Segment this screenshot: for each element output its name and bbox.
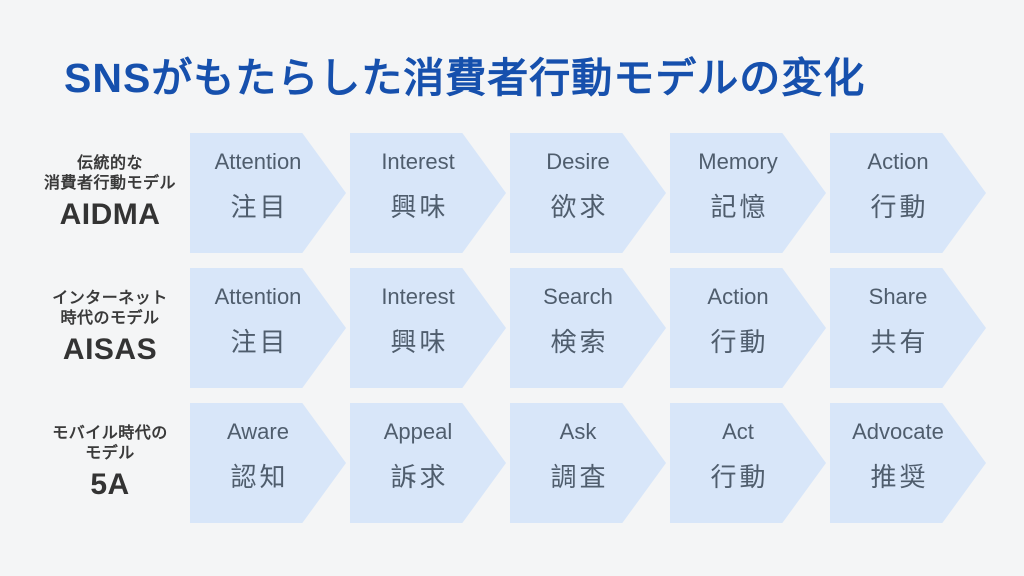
step-label-en: Advocate	[852, 418, 944, 444]
step-label-en: Action	[707, 283, 769, 309]
model-label-lines: 伝統的な 消費者行動モデル	[44, 154, 176, 193]
model-label-line: モデル	[85, 444, 135, 462]
step-label-ja: 記憶	[710, 191, 769, 222]
step-label-en: Appeal	[383, 418, 453, 444]
step-chevron: Memory 記憶	[670, 133, 826, 253]
steps-5a: Aware 認知 Appeal 訴求 Ask 調査 Act 行動 Advocat…	[190, 403, 990, 523]
step-label-en: Action	[867, 148, 929, 174]
step-chevron: Action 行動	[670, 268, 826, 388]
step-label-en: Desire	[546, 148, 610, 174]
model-label-line: 時代のモデル	[60, 309, 160, 327]
step-label-en: Attention	[214, 283, 302, 309]
model-label-lines: インターネット 時代のモデル	[52, 289, 168, 328]
model-label-5a: モバイル時代の モデル 5A	[30, 403, 190, 523]
step-label-ja: 興味	[390, 191, 449, 222]
model-name: AISAS	[62, 333, 158, 367]
step-label-ja: 共有	[870, 326, 929, 357]
model-name: AIDMA	[59, 198, 161, 232]
step-label-ja: 注目	[230, 191, 289, 222]
step-label-ja: 検索	[550, 326, 609, 357]
model-label-line: 伝統的な	[76, 154, 143, 172]
step-label-en: Ask	[559, 418, 597, 444]
step-label-ja: 調査	[550, 461, 609, 492]
step-label-en: Memory	[698, 148, 778, 174]
step-chevron: Act 行動	[670, 403, 826, 523]
step-label-en: Interest	[381, 283, 455, 309]
model-label-line: インターネット	[52, 289, 168, 307]
step-chevron: Attention 注目	[190, 133, 346, 253]
model-label-aidma: 伝統的な 消費者行動モデル AIDMA	[30, 133, 190, 253]
step-label-en: Act	[722, 418, 754, 444]
model-row-aisas: インターネット 時代のモデル AISAS Attention 注目 Intere…	[0, 268, 1024, 388]
step-chevron: Share 共有	[830, 268, 986, 388]
step-label-ja: 行動	[710, 461, 769, 492]
step-label-ja: 注目	[230, 326, 289, 357]
step-chevron: Ask 調査	[510, 403, 666, 523]
step-chevron: Desire 欲求	[510, 133, 666, 253]
model-row-aidma: 伝統的な 消費者行動モデル AIDMA Attention 注目 Interes…	[0, 133, 1024, 253]
step-label-ja: 訴求	[390, 461, 449, 492]
step-chevron: Aware 認知	[190, 403, 346, 523]
model-label-line: 消費者行動モデル	[43, 174, 176, 192]
step-label-en: Attention	[214, 148, 302, 174]
step-label-ja: 推奨	[870, 461, 929, 492]
model-label-aisas: インターネット 時代のモデル AISAS	[30, 268, 190, 388]
model-label-line: モバイル時代の	[52, 424, 168, 442]
model-row-5a: モバイル時代の モデル 5A Aware 認知 Appeal 訴求 Ask 調査	[0, 403, 1024, 523]
step-label-en: Aware	[227, 418, 289, 444]
step-label-en: Share	[868, 283, 928, 309]
step-chevron: Interest 興味	[350, 133, 506, 253]
step-label-ja: 認知	[230, 461, 289, 492]
step-chevron: Search 検索	[510, 268, 666, 388]
step-label-en: Interest	[381, 148, 455, 174]
step-chevron: Advocate 推奨	[830, 403, 986, 523]
step-label-ja: 行動	[870, 191, 929, 222]
steps-aidma: Attention 注目 Interest 興味 Desire 欲求 Memor…	[190, 133, 990, 253]
model-name: 5A	[90, 468, 130, 502]
step-chevron: Appeal 訴求	[350, 403, 506, 523]
model-rows: 伝統的な 消費者行動モデル AIDMA Attention 注目 Interes…	[0, 133, 1024, 538]
step-chevron: Action 行動	[830, 133, 986, 253]
step-label-ja: 行動	[710, 326, 769, 357]
steps-aisas: Attention 注目 Interest 興味 Search 検索 Actio…	[190, 268, 990, 388]
step-label-ja: 興味	[390, 326, 449, 357]
model-label-lines: モバイル時代の モデル	[52, 424, 168, 463]
page-title: SNSがもたらした消費者行動モデルの変化	[64, 55, 866, 101]
step-chevron: Attention 注目	[190, 268, 346, 388]
step-label-ja: 欲求	[550, 191, 609, 222]
step-label-en: Search	[543, 283, 613, 309]
step-chevron: Interest 興味	[350, 268, 506, 388]
